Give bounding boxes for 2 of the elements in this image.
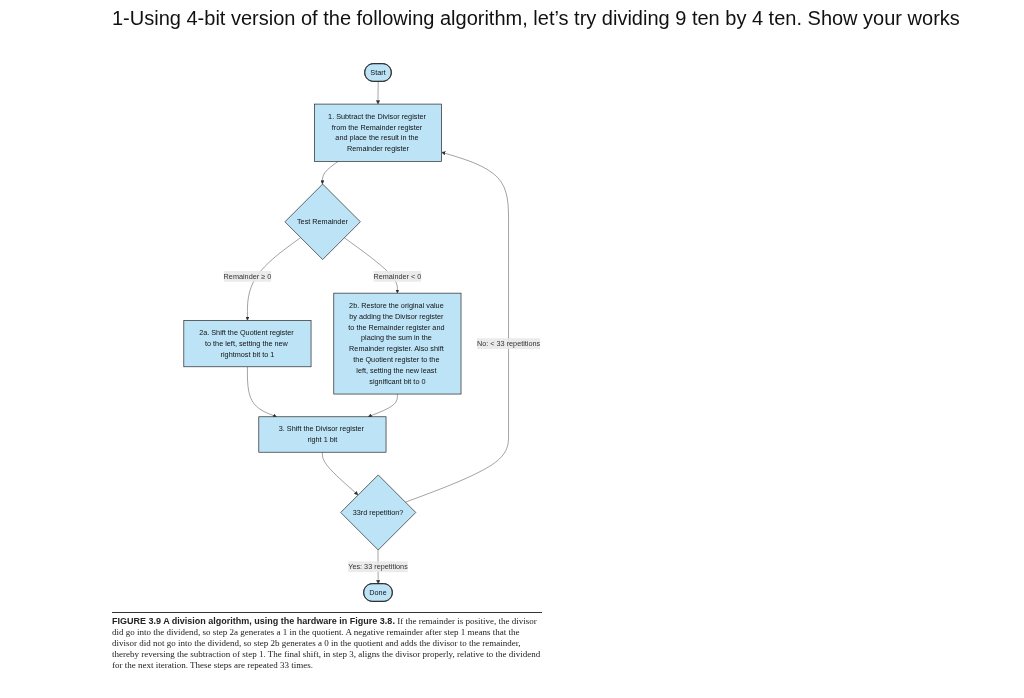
question-title: 1-Using 4-bit version of the following algorithm, let’s try dividing 9 ten by 4 ten. Show your works bbox=[112, 6, 961, 30]
figure-caption: FIGURE 3.9 A division algorithm, using the hardware in Figure 3.8. If the remainder is positive, the divisor did go into the dividend, so step 2a generates a 1 in the quotient. A negative remainder after step 1 means that the divisor did not go into the dividend, so step 2b generates a 0 in the quotient and adds the divisor to the remainder, thereby reversing the subtraction of step 1. The final shift, in step 3, aligns the divisor properly, relative to the dividend for the next iteration. These steps are repeated 33 times. bbox=[112, 612, 542, 671]
